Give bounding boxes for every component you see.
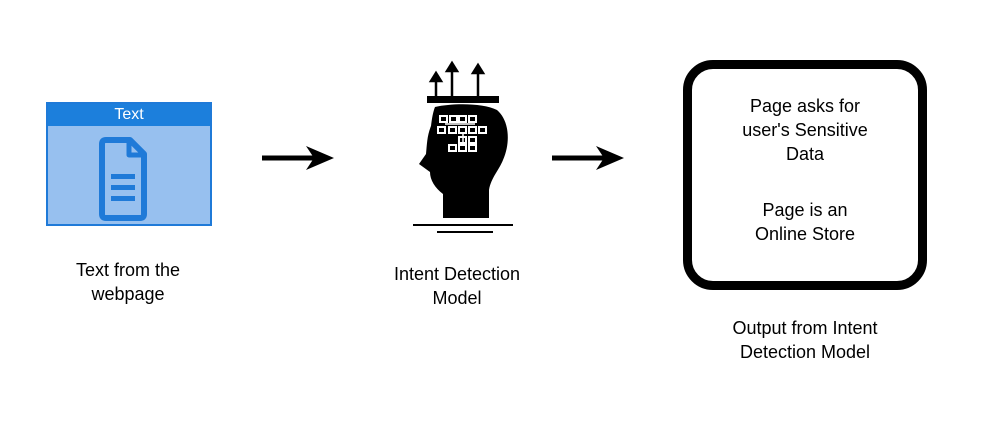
output-box: Page asks for user's Sensitive Data Page… bbox=[683, 60, 927, 290]
output-result-online-store: Page is an Online Store bbox=[754, 200, 856, 244]
head-network-icon bbox=[413, 60, 513, 233]
caption-model: Intent Detection Model bbox=[393, 264, 521, 308]
text-card-header: Text bbox=[48, 104, 210, 126]
output-result-sensitive-data: Page asks for user's Sensitive Data bbox=[742, 96, 868, 164]
document-icon bbox=[99, 137, 147, 221]
arrow-right-icon bbox=[552, 146, 624, 170]
arrow-right-icon bbox=[262, 146, 334, 170]
text-card: Text bbox=[46, 102, 212, 226]
caption-text-source: Text from the webpage bbox=[75, 260, 181, 304]
caption-output: Output from Intent Detection Model bbox=[732, 318, 878, 362]
